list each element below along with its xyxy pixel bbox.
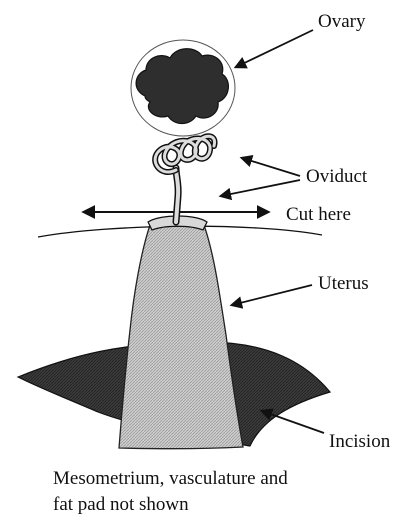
label-ovary: Ovary — [318, 11, 365, 33]
caption-line-2: fat pad not shown — [53, 492, 383, 518]
label-cut-here: Cut here — [286, 204, 351, 226]
label-incision: Incision — [329, 431, 390, 453]
ovary-shape — [136, 49, 228, 124]
incision-arrow — [262, 411, 324, 433]
ovary-arrow — [236, 30, 313, 67]
label-uterus: Uterus — [318, 273, 369, 295]
uterus-arrow — [232, 285, 312, 305]
oviduct-arrow-upper — [242, 158, 300, 176]
caption: Mesometrium, vasculature and fat pad not… — [53, 466, 383, 518]
oviduct-arrow-lower — [221, 180, 300, 196]
oviduct-coils — [155, 136, 214, 172]
caption-line-1: Mesometrium, vasculature and — [53, 466, 383, 492]
uterus-shape — [119, 225, 243, 449]
label-oviduct: Oviduct — [306, 166, 367, 188]
